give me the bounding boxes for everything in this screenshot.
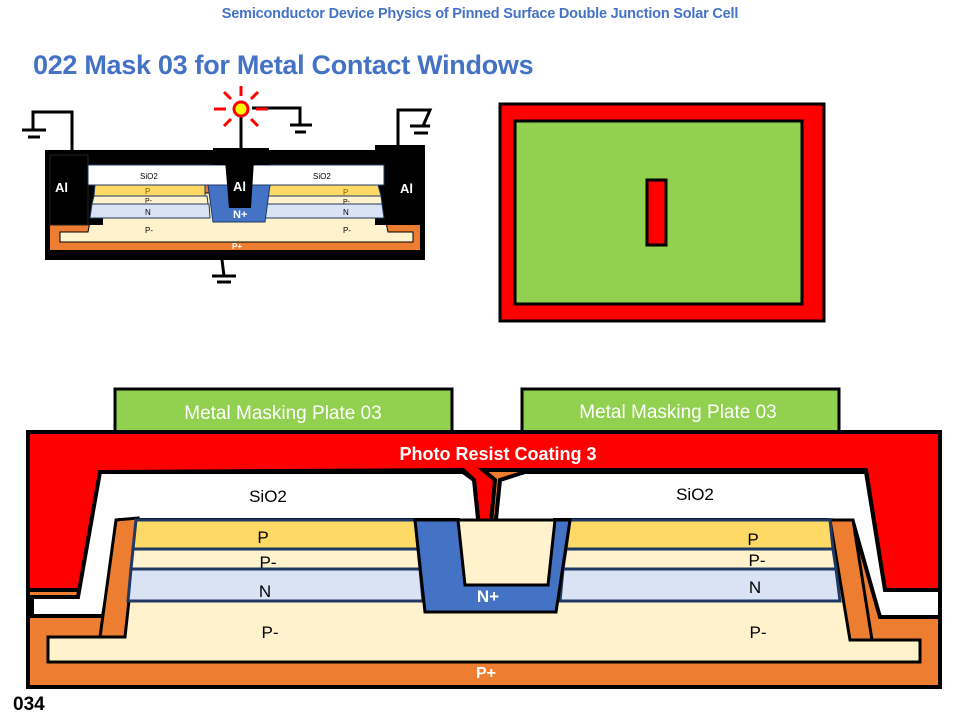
small-label-sio2-right: SiO2 xyxy=(313,172,331,181)
mask-plate-right xyxy=(520,387,841,435)
pminus-bottom-left-label: P- xyxy=(262,623,279,642)
header-subtitle: Semiconductor Device Physics of Pinned S… xyxy=(221,6,739,22)
p-right-label: P xyxy=(747,530,758,549)
small-label-nplus: N+ xyxy=(233,209,247,221)
n-right-label: N xyxy=(749,578,761,597)
slide-title: 022 Mask 03 for Metal Contact Windows xyxy=(33,50,534,80)
pminus-left-label: P- xyxy=(260,553,277,572)
small-label-pminus-right: P- xyxy=(343,199,351,206)
mask-plate-right-label: Metal Masking Plate 03 xyxy=(579,402,777,423)
small-label-n-left: N xyxy=(145,208,151,217)
sio2-left-label: SiO2 xyxy=(249,487,287,506)
photo-resist-label: Photo Resist Coating 3 xyxy=(399,444,596,464)
contact-window-slot xyxy=(645,178,668,247)
small-al-center xyxy=(225,160,254,208)
mask-plate-left-label: Metal Masking Plate 03 xyxy=(184,403,382,424)
n-left-label: N xyxy=(259,582,271,601)
small-label-pminus-bottom-left: P- xyxy=(145,226,153,235)
small-label-p-right: P xyxy=(343,188,348,197)
p-layer-left xyxy=(131,518,420,551)
pminus-right-label: P- xyxy=(749,551,766,570)
pminus-bottom-right-label: P- xyxy=(750,623,767,642)
small-label-p-left: P xyxy=(145,187,150,196)
small-wires xyxy=(22,106,433,284)
small-label-pminus-bottom-right: P- xyxy=(343,226,351,235)
small-label-sio2-left: SiO2 xyxy=(140,172,158,181)
nplus-label: N+ xyxy=(477,587,499,606)
pplus-sidewall-left xyxy=(98,516,140,639)
small-label-al-right: Al xyxy=(400,181,413,196)
p-left-label: P xyxy=(257,528,268,547)
page-number: 034 xyxy=(13,694,45,715)
mask-plate-left xyxy=(113,387,454,435)
small-label-al-left: Al xyxy=(55,180,68,195)
nplus-well xyxy=(413,518,572,614)
n-layer-left xyxy=(126,567,425,603)
pplus-label: P+ xyxy=(476,665,496,682)
n-layer-right xyxy=(558,567,842,603)
small-label-n-right: N xyxy=(343,208,349,217)
small-label-pminus-left: P- xyxy=(145,198,153,205)
pminus-layer-right xyxy=(561,547,838,571)
pplus-sidewall-right xyxy=(828,518,874,642)
small-label-pplus: P+ xyxy=(232,242,242,251)
small-label-al-center: Al xyxy=(233,179,246,194)
sun-light-icon xyxy=(214,86,268,128)
p-layer-right xyxy=(564,518,835,551)
sio2-right-label: SiO2 xyxy=(676,485,714,504)
